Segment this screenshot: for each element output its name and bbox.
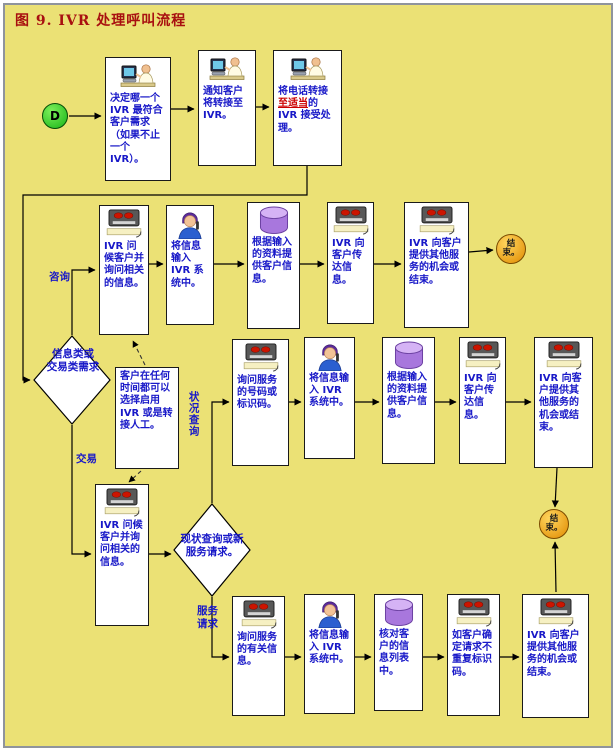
decision-1-line1: 信息类或 xyxy=(52,348,94,360)
step-text: IVR 向客户提供其他服务的机会或结束。 xyxy=(409,238,462,286)
step-text: IVR 向客户传达信息。 xyxy=(464,373,497,421)
step-deliver-info-status: IVR 向客户传达信息。 xyxy=(459,337,506,464)
step-offer-services-status: IVR 向客户提供其他服务的机会或结束。 xyxy=(534,337,593,468)
note-text: 客户在任何时间都可以选择启用 IVR 或是转接人工。 xyxy=(120,371,173,431)
step-text: 决定哪一个 IVR 最符合客户需求（如果不止一个 IVR）。 xyxy=(110,93,163,165)
step-ask-service-details: 询问服务的有关信息。 xyxy=(232,596,285,716)
step-text: 将信息输入 IVR 系统中。 xyxy=(309,630,349,666)
step-text-part: 的 IVR 接受处理。 xyxy=(278,98,331,134)
step-text: IVR 问候客户并询问相关的信息。 xyxy=(104,241,144,289)
start-node: D xyxy=(42,103,68,129)
branch-label-status-query: 状况查询 xyxy=(187,391,200,437)
step-deliver-info-consult: IVR 向客户传达信息。 xyxy=(327,202,374,324)
connector xyxy=(71,266,96,335)
step-text: 根据输入的资料提供客户信息。 xyxy=(387,372,427,420)
branch-label-consult: 咨询 xyxy=(49,271,70,283)
terminal-card-icon xyxy=(418,206,456,236)
terminal-card-icon xyxy=(240,600,278,630)
step-notify-transfer: 通知客户将转接至 IVR。 xyxy=(198,50,256,166)
end-label: 结束。 xyxy=(502,239,520,258)
figure-title: 图 9. IVR 处理呼叫流程 xyxy=(15,13,187,29)
step-text: 将信息输入 IVR 系统中。 xyxy=(309,373,349,409)
step-lookup-info-status: 根据输入的资料提供客户信息。 xyxy=(382,337,435,464)
step-text: 询问服务的号码或标识码。 xyxy=(237,375,277,411)
step-text: 通知客户将转接至 IVR。 xyxy=(203,86,243,122)
terminal-card-icon xyxy=(537,598,575,628)
terminal-card-icon xyxy=(545,341,583,371)
person-at-computer-icon xyxy=(119,61,157,91)
step-text: 根据输入的资料提供客户信息。 xyxy=(252,237,292,285)
person-at-computer-icon xyxy=(289,54,327,84)
decision-2-caption: 现状查询或新服务请求。 xyxy=(180,533,244,559)
step-greet-ask-info-consult: IVR 问候客户并询问相关的信息。 xyxy=(99,205,149,335)
branch-label-service-request: 服务请求 xyxy=(197,605,218,630)
terminal-card-icon xyxy=(242,343,280,373)
end-label: 结束。 xyxy=(545,514,563,533)
step-text: IVR 问候客户并询问相关的信息。 xyxy=(100,520,143,568)
step-text-part: 将电话转接 xyxy=(278,86,328,97)
database-icon xyxy=(381,598,417,627)
connector xyxy=(211,398,230,503)
step-text: IVR 向客户提供其他服务的机会或结束。 xyxy=(539,373,582,433)
flowchart-canvas: 图 9. IVR 处理呼叫流程 xyxy=(3,3,613,748)
step-confirm-request: 如客户确定请求不重复标识码。 xyxy=(447,594,500,716)
step-offer-services-service: IVR 向客户提供其他服务的机会或结束。 xyxy=(522,594,589,718)
database-icon xyxy=(256,206,292,235)
step-enter-info-service: 将信息输入 IVR 系统中。 xyxy=(304,594,355,714)
step-text: 将电话转接至适当的 IVR 接受处理。 xyxy=(276,86,339,135)
start-label: D xyxy=(50,109,60,123)
decision-1-line2: 交易类需求 xyxy=(46,361,100,374)
step-text: 如客户确定请求不重复标识码。 xyxy=(452,630,492,678)
step-check-customer-list: 核对客户的信息列表中。 xyxy=(374,594,423,711)
terminal-card-icon xyxy=(332,206,370,236)
dashed-connector xyxy=(128,470,142,483)
step-ask-service-number: 询问服务的号码或标识码。 xyxy=(232,339,289,466)
step-greet-ask-info-transaction: IVR 问候客户并询问相关的信息。 xyxy=(95,484,149,626)
end-node-service: 结束。 xyxy=(539,509,569,539)
step-enter-info-consult: 将信息输入 IVR 系统中。 xyxy=(166,205,214,325)
step-transfer-call: 将电话转接至适当的 IVR 接受处理。 xyxy=(273,50,342,166)
decision-1-caption: 信息类或 交易类需求 xyxy=(31,348,115,374)
connector xyxy=(468,246,494,255)
step-text: IVR 向客户提供其他服务的机会或结束。 xyxy=(527,630,580,678)
connector xyxy=(551,467,559,508)
connector xyxy=(71,425,92,558)
terminal-card-icon xyxy=(103,488,141,518)
step-select-ivr: 决定哪一个 IVR 最符合客户需求（如果不止一个 IVR）。 xyxy=(105,57,171,181)
step-text: IVR 向客户传达信息。 xyxy=(332,238,365,286)
operator-person-icon xyxy=(316,341,344,371)
end-node-consult: 结束。 xyxy=(496,234,526,264)
step-text: 将信息输入 IVR 系统中。 xyxy=(171,241,204,289)
step-text: 核对客户的信息列表中。 xyxy=(379,629,409,677)
terminal-card-icon xyxy=(105,209,143,239)
terminal-card-icon xyxy=(455,598,493,628)
note-customer-choice: 客户在任何时间都可以选择启用 IVR 或是转接人工。 xyxy=(115,367,179,469)
person-at-computer-icon xyxy=(208,54,246,84)
step-offer-services-consult: IVR 向客户提供其他服务的机会或结束。 xyxy=(404,202,469,328)
step-lookup-info-consult: 根据输入的资料提供客户信息。 xyxy=(247,202,300,329)
operator-person-icon xyxy=(316,598,344,628)
operator-person-icon xyxy=(176,209,204,239)
step-text-emphasis: 至适当 xyxy=(278,98,308,110)
dashed-connector xyxy=(132,340,146,366)
step-enter-info-status: 将信息输入 IVR 系统中。 xyxy=(304,337,355,459)
terminal-card-icon xyxy=(464,341,502,371)
step-text: 询问服务的有关信息。 xyxy=(237,632,277,668)
database-icon xyxy=(391,341,427,370)
connector xyxy=(551,541,559,593)
branch-label-transaction: 交易 xyxy=(76,453,97,465)
